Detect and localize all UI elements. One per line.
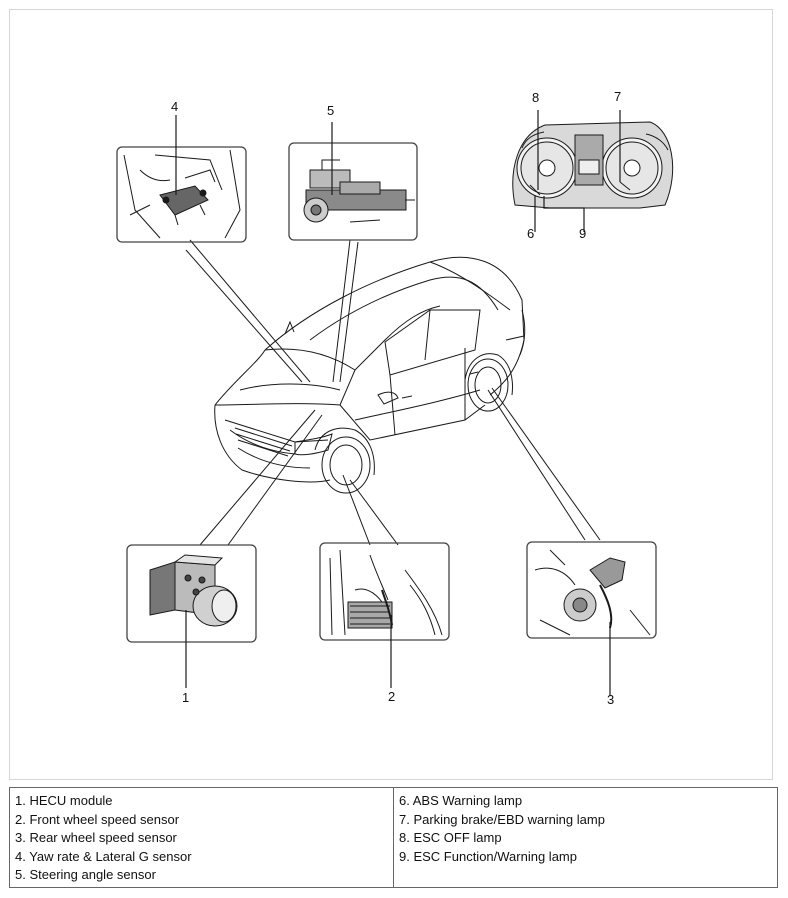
vehicle-illustration <box>214 256 526 494</box>
inset-front-wheel-speed-sensor <box>319 542 450 641</box>
callout-7: 7 <box>614 89 621 104</box>
legend-item: 2. Front wheel speed sensor <box>15 811 180 827</box>
callout-3: 3 <box>607 692 614 707</box>
legend-item: 9. ESC Function/Warning lamp <box>399 848 577 864</box>
legend-item: 5. Steering angle sensor <box>15 867 156 882</box>
legend-item: 1. HECU module <box>15 793 113 808</box>
legend-item: 7. Parking brake/EBD warning lamp <box>399 811 605 827</box>
legend-column-left: 1. HECU module 2. Front wheel speed sens… <box>10 788 393 887</box>
callout-8: 8 <box>532 90 539 105</box>
leader-lines <box>185 239 601 546</box>
component-location-diagram: 4 5 8 7 6 9 1 2 3 <box>116 89 674 707</box>
inset-steering-angle-sensor <box>288 142 418 241</box>
diagram-frame: 4 5 8 7 6 9 1 2 3 <box>9 9 773 780</box>
legend-item: 3. Rear wheel speed sensor <box>15 830 177 845</box>
legend-table: 1. HECU module 2. Front wheel speed sens… <box>9 787 778 888</box>
callout-2: 2 <box>388 689 395 704</box>
legend-item: 8. ESC OFF lamp <box>399 830 502 845</box>
inset-hecu-module <box>126 544 257 643</box>
callout-labels: 4 5 8 7 6 9 1 2 3 <box>171 89 621 707</box>
callout-9: 9 <box>579 226 586 241</box>
inset-rear-wheel-speed-sensor <box>526 541 657 639</box>
callout-6: 6 <box>527 226 534 241</box>
legend-item: 4. Yaw rate & Lateral G sensor <box>15 848 192 864</box>
callout-1: 1 <box>182 690 189 705</box>
instrument-cluster <box>512 121 674 209</box>
inset-yaw-rate-sensor <box>116 146 247 243</box>
callout-4: 4 <box>171 99 178 114</box>
callout-5: 5 <box>327 103 334 118</box>
legend-item: 6. ABS Warning lamp <box>399 793 523 808</box>
legend-column-right: 6. ABS Warning lamp 7. Parking brake/EBD… <box>393 788 777 887</box>
